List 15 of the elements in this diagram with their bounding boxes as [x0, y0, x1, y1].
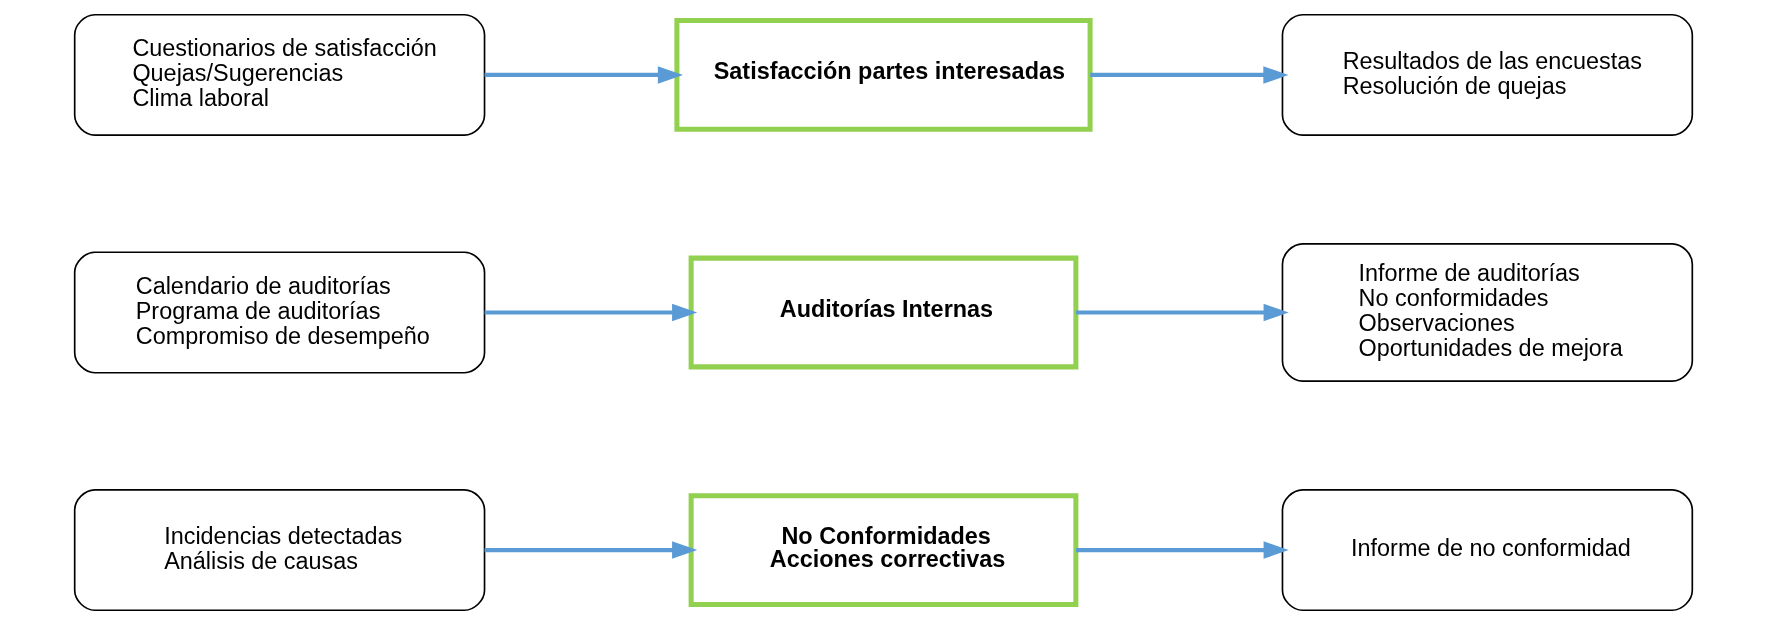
node-box: Incidencias detectadas Análisis de causas	[73, 489, 486, 612]
node-box: Informe de auditorías No conformidades Observaciones Oportunidades de mejora	[1281, 243, 1694, 382]
node-box: Cuestionarios de satisfacción Quejas/Sugerencias Clima laboral	[73, 13, 486, 136]
arrow	[1090, 66, 1289, 84]
node-box: Informe de no conformidad	[1281, 489, 1694, 612]
arrow	[1076, 541, 1289, 559]
node-box: Resultados de las encuestas Resolución de quejas	[1281, 13, 1694, 136]
arrow	[484, 303, 698, 322]
arrow	[1076, 303, 1289, 322]
node-box: Satisfacción partes interesadas	[674, 18, 1093, 132]
node-box: Auditorías Internas	[688, 255, 1079, 370]
arrow	[484, 541, 698, 559]
arrow	[484, 66, 683, 84]
node-box: No Conformidades Acciones correctivas	[688, 493, 1079, 607]
node-box: Calendario de auditorías Programa de auditorías Compromiso de desempeño	[73, 251, 486, 374]
